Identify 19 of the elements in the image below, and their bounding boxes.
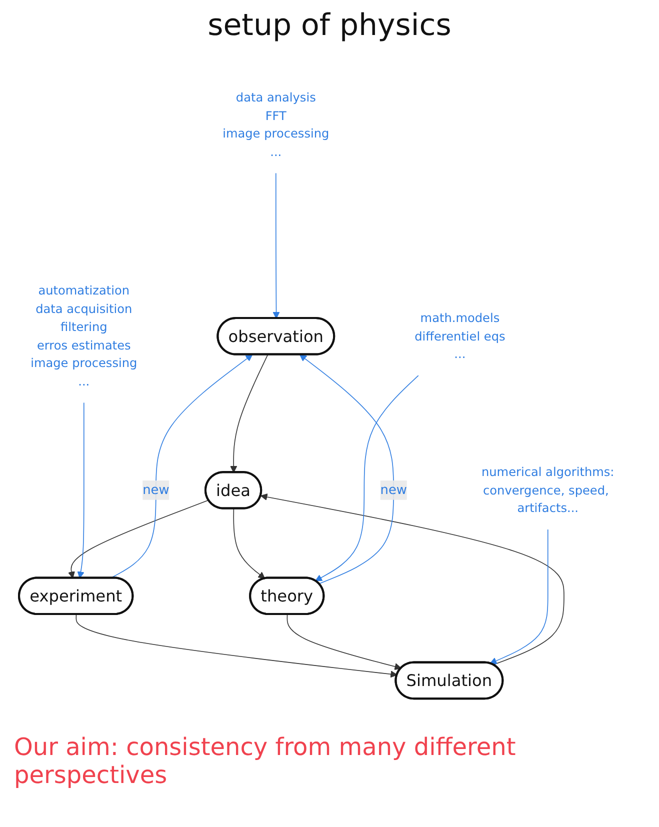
arrow bbox=[300, 354, 394, 584]
edge-label: new bbox=[380, 482, 407, 497]
node-text: automatization data acquisition filtering erros estimates image processing ... bbox=[30, 282, 138, 388]
node-text: numerical algorithms: convergence, speed, artifacts... bbox=[481, 464, 614, 515]
arrow bbox=[272, 172, 280, 318]
arrow bbox=[490, 528, 548, 664]
arrow bbox=[76, 614, 398, 678]
arrow bbox=[260, 493, 564, 665]
arrow bbox=[77, 402, 84, 578]
edge-label: new bbox=[142, 482, 170, 497]
node-text: math.models differentiel eqs ... bbox=[414, 310, 506, 361]
arrow bbox=[315, 374, 419, 581]
arrow bbox=[68, 499, 210, 578]
caption: Our aim: consistency from many different perspectives bbox=[14, 733, 517, 789]
node-text: data analysis FFT image processing ... bbox=[222, 90, 330, 158]
arrow bbox=[230, 354, 268, 472]
title: setup of physics bbox=[206, 8, 452, 43]
arrow bbox=[233, 508, 266, 578]
arrow bbox=[286, 614, 402, 670]
